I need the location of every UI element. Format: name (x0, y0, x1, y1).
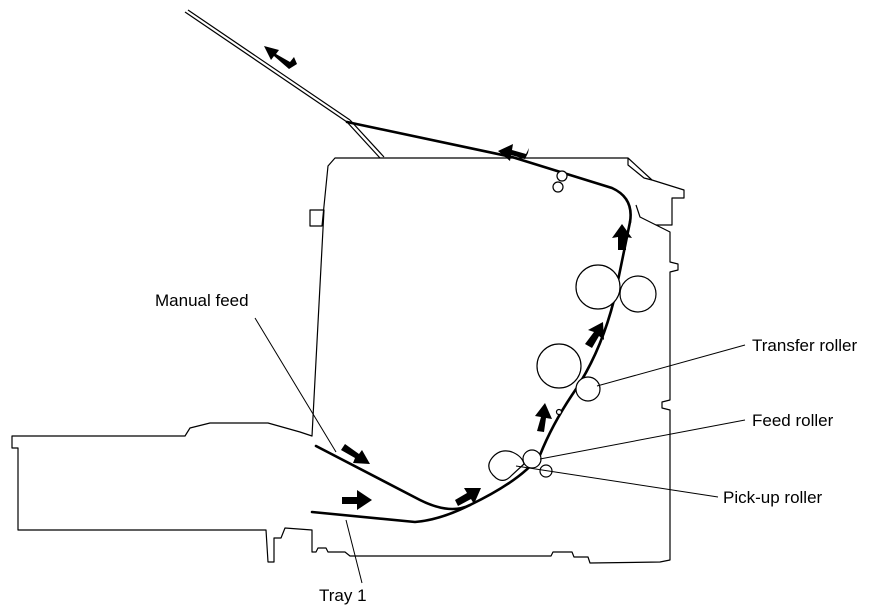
arrow-output-2 (498, 144, 529, 161)
arrow-output-1 (264, 46, 297, 69)
arrow-up-2 (585, 322, 604, 348)
label-pickup-roller: Pick-up roller (723, 488, 823, 507)
pickup-roller-leader (515, 465, 719, 498)
fuser-roller-right (619, 275, 657, 313)
manual-feed-path (314, 444, 472, 511)
rear-wall (635, 204, 657, 226)
exit-paper-path (345, 120, 632, 224)
label-transfer-roller: Transfer roller (752, 336, 858, 355)
arrow-up-1 (612, 224, 632, 250)
transfer-roller-leader (596, 344, 746, 387)
top-cover-line (627, 158, 653, 181)
printer-body-outline (11, 157, 685, 564)
feed-roller (522, 449, 542, 469)
arrow-path-bottom (455, 488, 481, 506)
fuser-roller-left (575, 264, 621, 310)
pickup-roller (488, 450, 525, 481)
drum-roller (536, 343, 582, 389)
arrow-up-3 (535, 403, 552, 432)
tray1-leader (345, 519, 363, 584)
transfer-roller (575, 376, 601, 402)
exit-roller-top (556, 170, 568, 182)
arrow-manual-feed (341, 444, 370, 464)
exit-roller-bottom (552, 181, 564, 193)
label-manual-feed: Manual feed (155, 291, 249, 310)
label-tray1: Tray 1 (319, 586, 367, 605)
output-tray (184, 9, 385, 159)
small-roller (555, 408, 563, 416)
label-feed-roller: Feed roller (752, 411, 834, 430)
arrow-tray1 (342, 490, 372, 510)
feed-roller-leader (539, 419, 746, 460)
manual-feed-leader (254, 317, 337, 453)
main-paper-path (310, 220, 632, 524)
